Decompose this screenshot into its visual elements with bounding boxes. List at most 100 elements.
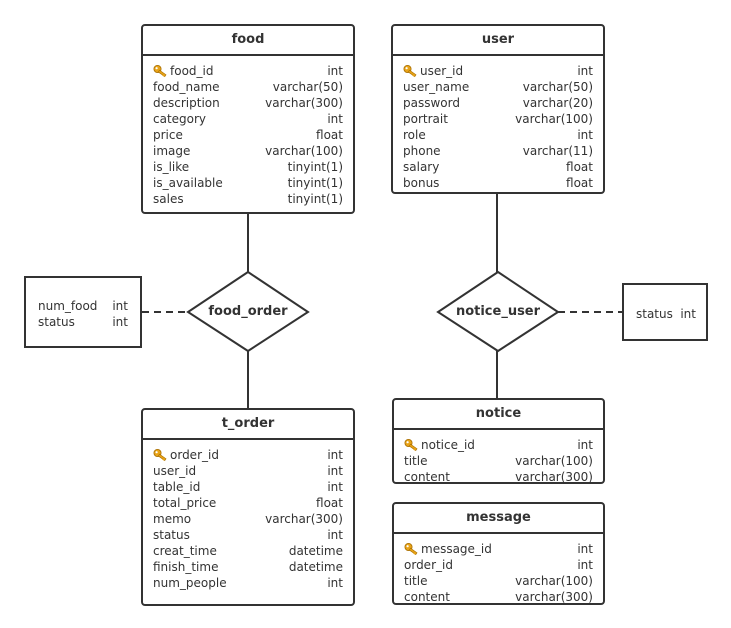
field-name: is_like <box>153 160 190 174</box>
field-name: sales <box>153 192 184 206</box>
field-type: varchar(300) <box>515 470 593 484</box>
field-type: float <box>566 160 593 174</box>
key-icon <box>403 64 419 78</box>
field-name-cell: salary <box>403 159 439 175</box>
field-name: category <box>153 112 207 126</box>
relationship-label-notice-user: notice_user <box>455 304 541 319</box>
field-name-cell: bonus <box>403 175 439 191</box>
field-name-cell: food_name <box>153 79 220 95</box>
field-type: varchar(300) <box>265 512 343 526</box>
field-name-cell: memo <box>153 511 191 527</box>
field-name: content <box>404 470 450 484</box>
field-type: int <box>577 542 593 556</box>
field-name: status <box>153 528 190 542</box>
field-type: float <box>316 128 343 142</box>
field-name-cell: finish_time <box>153 559 218 575</box>
field-type: int <box>577 128 593 142</box>
field-name-cell: message_id <box>404 541 492 557</box>
field-row: finish_time datetime <box>153 559 343 575</box>
field-name: order_id <box>404 558 453 572</box>
field-row: order_id int <box>404 557 593 573</box>
field-row: salary float <box>403 159 593 175</box>
field-name: table_id <box>153 480 201 494</box>
field-name: bonus <box>403 176 440 190</box>
field-name-cell: num_food <box>38 298 97 314</box>
field-name: portrait <box>403 112 448 126</box>
field-name-cell: image <box>153 143 190 159</box>
field-name: memo <box>153 512 192 526</box>
field-name-cell: title <box>404 573 427 589</box>
entity-notice-title: notice <box>394 400 603 430</box>
field-name: title <box>404 574 428 588</box>
field-row: memo varchar(300) <box>153 511 343 527</box>
field-name-cell: user_id <box>403 63 463 79</box>
field-name-cell: user_name <box>403 79 469 95</box>
field-name-cell: creat_time <box>153 543 217 559</box>
field-name: content <box>404 590 450 604</box>
field-name: role <box>403 128 426 142</box>
field-row: is_available tinyint(1) <box>153 175 343 191</box>
field-row: is_like tinyint(1) <box>153 159 343 175</box>
key-icon <box>404 542 420 556</box>
field-type: int <box>327 464 343 478</box>
field-name-cell: description <box>153 95 220 111</box>
field-type: int <box>577 64 593 78</box>
field-type: int <box>327 528 343 542</box>
field-type: varchar(100) <box>515 454 593 468</box>
field-name: message_id <box>421 542 492 556</box>
field-type: varchar(100) <box>515 574 593 588</box>
field-row: phone varchar(11) <box>403 143 593 159</box>
field-type: int <box>577 558 593 572</box>
field-name: is_available <box>153 176 223 190</box>
field-type: datetime <box>288 544 343 558</box>
primary-key-row: user_id int <box>403 63 593 79</box>
relationship-diamond-notice-user <box>436 270 560 353</box>
field-row: content varchar(300) <box>404 589 593 605</box>
field-name-cell: content <box>404 589 450 605</box>
field-row: content varchar(300) <box>404 469 593 485</box>
field-name: order_id <box>170 448 219 462</box>
field-type: varchar(100) <box>515 112 593 126</box>
field-type: datetime <box>288 560 343 574</box>
field-name-cell: password <box>403 95 460 111</box>
field-name-cell: status <box>636 306 673 322</box>
field-type: tinyint(1) <box>287 160 343 174</box>
field-type: int <box>112 315 128 329</box>
field-name-cell: price <box>153 127 183 143</box>
field-name-cell: num_people <box>153 575 227 591</box>
field-name: user_id <box>153 464 197 478</box>
relationship-label-food-order: food_order <box>208 304 288 319</box>
field-type: varchar(300) <box>515 590 593 604</box>
field-name: phone <box>403 144 441 158</box>
field-name: title <box>404 454 428 468</box>
field-type: varchar(11) <box>522 144 593 158</box>
field-type: int <box>327 64 343 78</box>
field-row: portrait varchar(100) <box>403 111 593 127</box>
field-type: varchar(20) <box>522 96 593 110</box>
field-name-cell: title <box>404 453 427 469</box>
key-icon <box>404 438 420 452</box>
field-type: float <box>566 176 593 190</box>
field-name-cell: phone <box>403 143 441 159</box>
field-name: finish_time <box>153 560 219 574</box>
field-row: creat_time datetime <box>153 543 343 559</box>
field-row: price float <box>153 127 343 143</box>
field-row: title varchar(100) <box>404 453 593 469</box>
field-type: int <box>112 299 128 313</box>
field-type: int <box>327 448 343 462</box>
field-name: creat_time <box>153 544 217 558</box>
field-name-cell: status <box>153 527 190 543</box>
entity-t-order-title: t_order <box>143 410 353 440</box>
field-type: tinyint(1) <box>287 176 343 190</box>
